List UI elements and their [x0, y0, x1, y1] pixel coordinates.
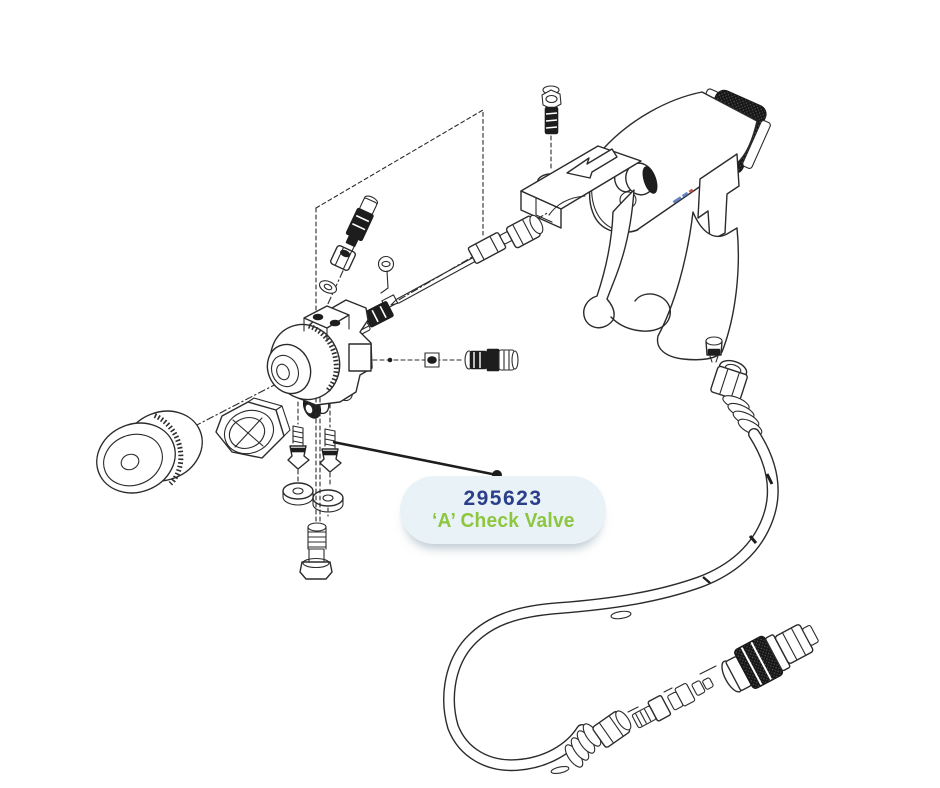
handle	[656, 211, 740, 361]
housing-top-boss	[303, 305, 350, 342]
hose-end-fittings	[631, 677, 714, 729]
spring-guard-end	[564, 723, 602, 768]
fluid-housing	[266, 299, 519, 406]
fluid-needle-assembly	[348, 211, 550, 337]
fluid-needle	[390, 230, 515, 306]
valve-cartridge-assembly	[315, 195, 395, 331]
part-number: 295623	[463, 486, 543, 510]
assembly-plane-outline	[315, 109, 484, 334]
air-cap-assembly	[96, 378, 354, 494]
cartridge-nut	[329, 244, 357, 272]
direction-arrow	[566, 148, 618, 179]
needle-packing	[363, 294, 399, 328]
packing-nut	[505, 214, 544, 249]
o-ring	[377, 255, 395, 294]
part-callout[interactable]: 295623 ‘A’ Check Valve	[400, 476, 606, 544]
mounting-bolt	[299, 397, 333, 580]
retaining-ring-nut	[215, 397, 291, 459]
check-valve-a	[312, 403, 344, 517]
part-name: ‘A’ Check Valve	[431, 510, 575, 533]
callout-leader	[332, 440, 502, 480]
hose-end-nut	[592, 710, 632, 748]
gun-model-label	[672, 188, 694, 204]
handle-mount-plate	[697, 153, 740, 242]
whip-hose-assembly	[443, 359, 819, 775]
quick-disconnect-coupler	[721, 624, 819, 693]
gun-body	[520, 88, 771, 363]
valve-cartridge	[345, 195, 379, 247]
washer	[318, 280, 338, 294]
manifold-plate	[520, 145, 642, 229]
air-cap	[96, 410, 203, 494]
housing-side-tab	[348, 343, 372, 372]
check-valves	[282, 397, 344, 580]
check-valve-b	[282, 401, 314, 506]
side-check-valve-cartridge	[372, 348, 519, 372]
hose-swivel-nut	[710, 359, 748, 401]
